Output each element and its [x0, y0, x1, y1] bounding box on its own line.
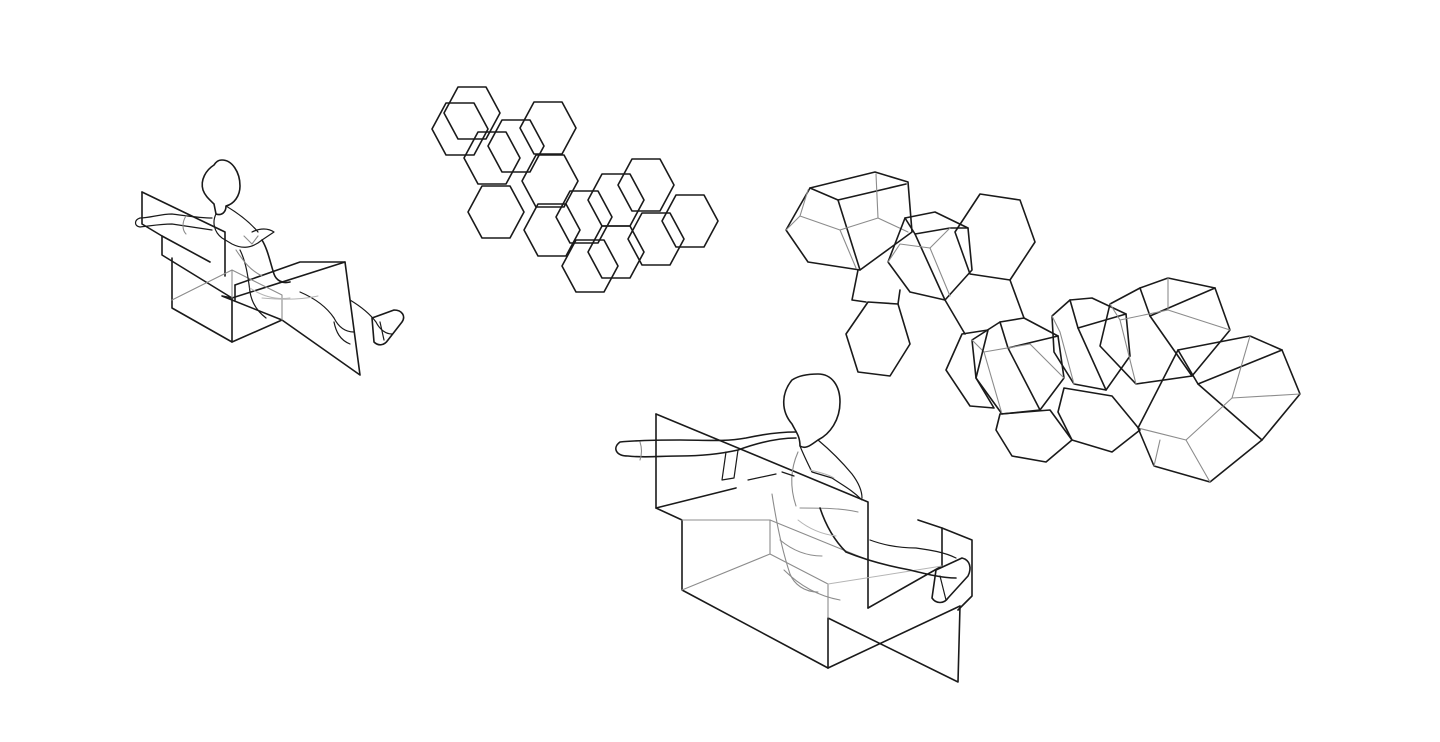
person-silhouette-large	[615, 373, 971, 604]
hex-module-a	[785, 171, 913, 271]
chair-wireframe-large	[655, 413, 973, 683]
hex-cell-8	[523, 203, 581, 257]
hex-cell-10	[587, 173, 645, 227]
hexagon-panel-flat	[431, 86, 719, 293]
hex-cell-6	[521, 154, 579, 208]
hex-module-e	[1099, 277, 1231, 385]
hex-cell-flat-c3	[995, 409, 1073, 463]
hex-cell-2	[519, 101, 577, 155]
seated-person-small	[134, 159, 405, 376]
hex-cell-flat-c1	[954, 193, 1036, 281]
hex-cell-14	[627, 212, 685, 266]
hex-cell-flat-c5	[945, 329, 995, 409]
hex-cell-4	[487, 119, 545, 173]
seated-person-large	[615, 373, 973, 683]
hex-cell-12	[661, 194, 719, 248]
chair-wireframe-small	[141, 191, 361, 376]
hex-module-c	[971, 317, 1065, 415]
hex-cell-15	[561, 239, 619, 293]
hex-module-f	[1137, 335, 1301, 483]
hex-cell-5	[463, 131, 521, 185]
hexagon-modules-3d	[785, 171, 1301, 483]
hex-cell-flat-c2	[845, 301, 911, 377]
hex-cell-1	[443, 86, 501, 140]
hex-cell-3	[431, 102, 489, 156]
hex-cell-7	[467, 185, 525, 239]
hex-module-b	[887, 211, 973, 301]
person-silhouette-small	[134, 159, 405, 346]
hex-cell-11	[617, 158, 675, 212]
hex-cell-9	[555, 190, 613, 244]
hex-cell-flat-c4	[1057, 387, 1141, 453]
hex-cell-13	[587, 225, 645, 279]
